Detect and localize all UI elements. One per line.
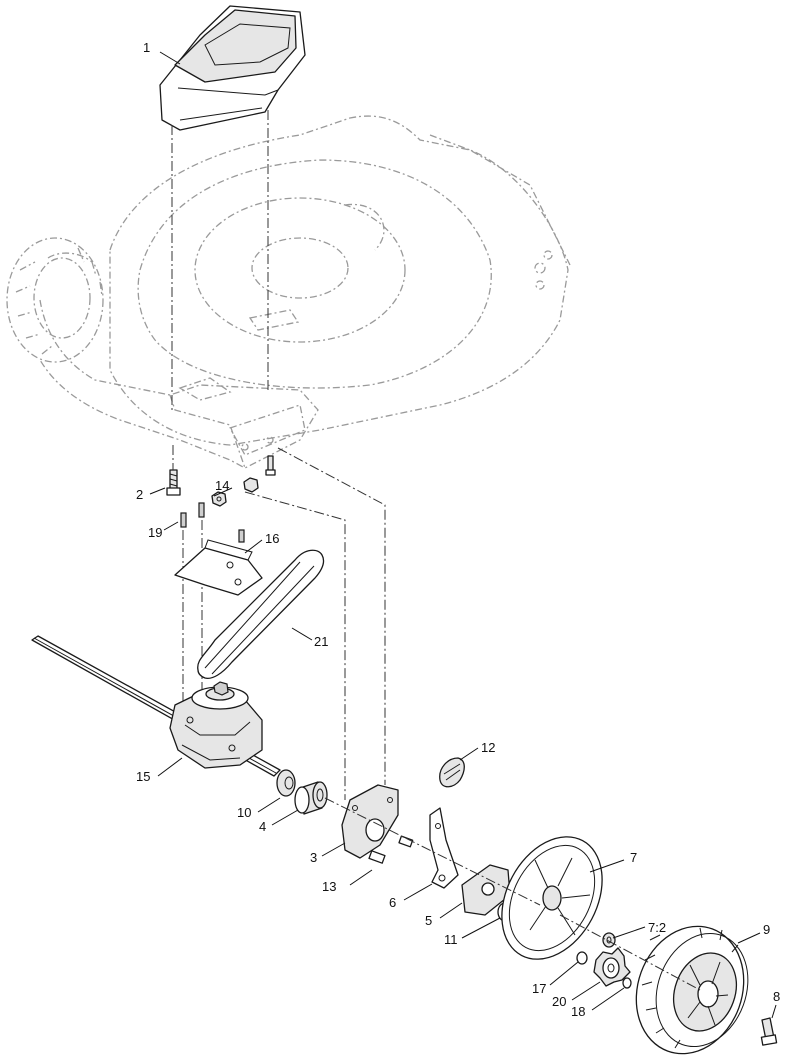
part-8-bolt (760, 1017, 778, 1046)
part-15-transmission (31, 635, 281, 777)
part-19-screws (180, 502, 245, 543)
callout-7: 7 (630, 850, 637, 865)
callout-20: 20 (552, 994, 566, 1009)
part-20-gear (593, 947, 631, 987)
callout-8: 8 (773, 989, 780, 1004)
connector-line (244, 491, 346, 800)
part-1-cover (159, 5, 306, 131)
part-4-bearing (294, 781, 328, 815)
callout-1: 1 (143, 40, 150, 55)
callout-10: 10 (237, 805, 251, 820)
callout-13: 13 (322, 879, 336, 894)
callout-3: 3 (310, 850, 317, 865)
callout-15: 15 (136, 769, 150, 784)
callout-11: 11 (444, 932, 458, 947)
callout-5: 5 (425, 913, 432, 928)
part-16-bracket (174, 539, 263, 596)
callouts: 1 2 3 4 5 6 7 7:2 8 9 10 11 12 13 14 15 … (136, 40, 780, 1019)
callout-7-2: 7:2 (648, 920, 666, 935)
part-7-wheel-cover (501, 836, 603, 960)
connector-line (559, 914, 701, 991)
mower-deck-ghost (6, 115, 571, 469)
part-10-bushing (276, 769, 296, 797)
leader-lines (149, 51, 777, 1019)
part-18-ring (622, 977, 632, 989)
callout-16: 16 (265, 531, 279, 546)
callout-17: 17 (532, 981, 546, 996)
part-6-lever (429, 807, 459, 889)
part-9-wheel (635, 925, 749, 1055)
deck-bolt (265, 455, 276, 476)
callout-14: 14 (215, 478, 229, 493)
connector-line (277, 447, 386, 785)
callout-19: 19 (148, 525, 162, 540)
callout-2: 2 (136, 487, 143, 502)
callout-6: 6 (389, 895, 396, 910)
part-12-knob (439, 757, 465, 788)
callout-9: 9 (763, 922, 770, 937)
part-3-plate (341, 784, 399, 859)
callout-21: 21 (314, 634, 328, 649)
connector-line (324, 797, 541, 906)
part-17-washer (576, 951, 588, 965)
callout-12: 12 (481, 740, 495, 755)
callout-4: 4 (259, 819, 266, 834)
part-2-bolt (166, 469, 181, 496)
part-21-belt (197, 549, 325, 680)
part-13-bolts (368, 835, 414, 864)
part-7-2-washer (602, 932, 616, 948)
callout-18: 18 (571, 1004, 585, 1019)
deck-nut (243, 477, 259, 493)
part-5-bracket (461, 864, 511, 916)
